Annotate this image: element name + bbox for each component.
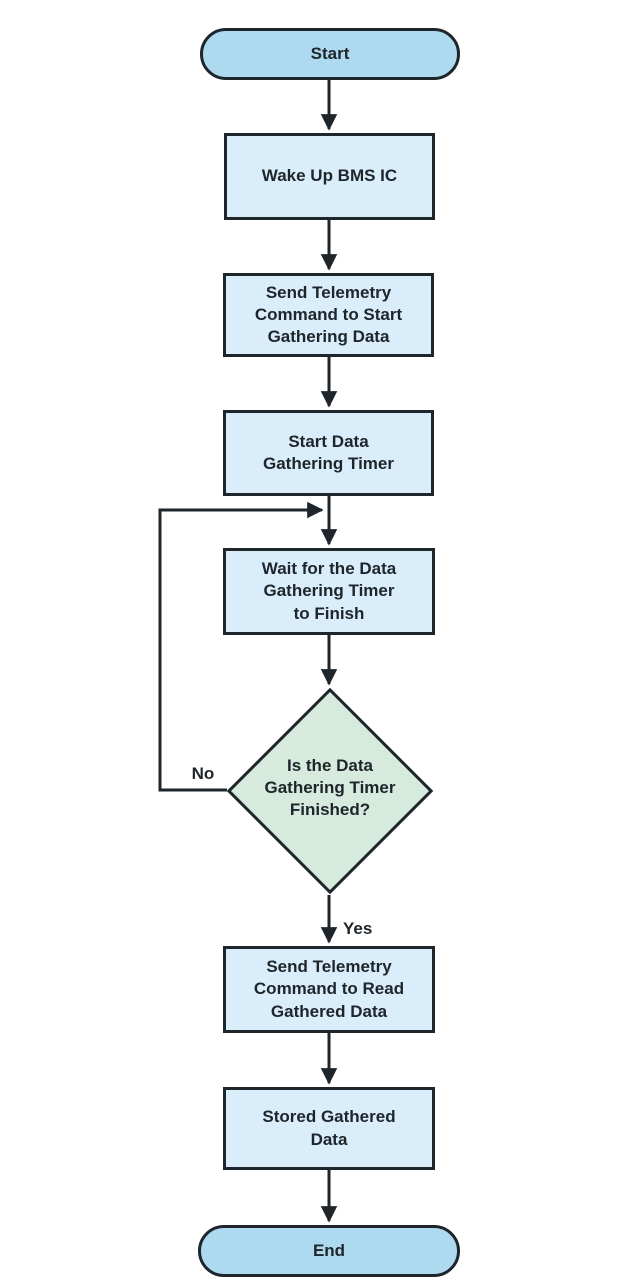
node-stored-label: Stored Gathered Data xyxy=(262,1107,396,1149)
node-wait-label: Wait for the Data Gathering Timer to Fin… xyxy=(261,559,397,623)
node-timer-label: Start Data Gathering Timer xyxy=(263,431,394,473)
node-send-telemetry-read: Send Telemetry Command to Read Gathered … xyxy=(223,946,435,1033)
node-send-start-label: Send Telemetry Command to Start Gatherin… xyxy=(254,282,403,347)
node-decision-label: Is the Data Gathering Timer Finished? xyxy=(264,756,396,820)
node-wake-up-bms-ic: Wake Up BMS IC xyxy=(224,133,435,220)
edge-label-no: No xyxy=(191,764,215,783)
node-wait-for-timer: Wait for the Data Gathering Timer to Fin… xyxy=(223,548,435,635)
node-end-label: End xyxy=(312,1240,346,1260)
arrow-no-loop xyxy=(158,501,324,792)
node-start-label: Start xyxy=(310,43,350,63)
node-start-terminator: Start xyxy=(200,28,460,80)
node-start-gathering-timer: Start Data Gathering Timer xyxy=(223,410,434,496)
edge-label-yes: Yes xyxy=(343,919,373,938)
node-send-telemetry-start: Send Telemetry Command to Start Gatherin… xyxy=(223,273,434,357)
node-send-read-label: Send Telemetry Command to Read Gathered … xyxy=(253,957,405,1021)
node-wake-label: Wake Up BMS IC xyxy=(261,166,398,186)
node-end-terminator: End xyxy=(198,1225,460,1277)
node-stored-gathered-data: Stored Gathered Data xyxy=(223,1087,435,1170)
